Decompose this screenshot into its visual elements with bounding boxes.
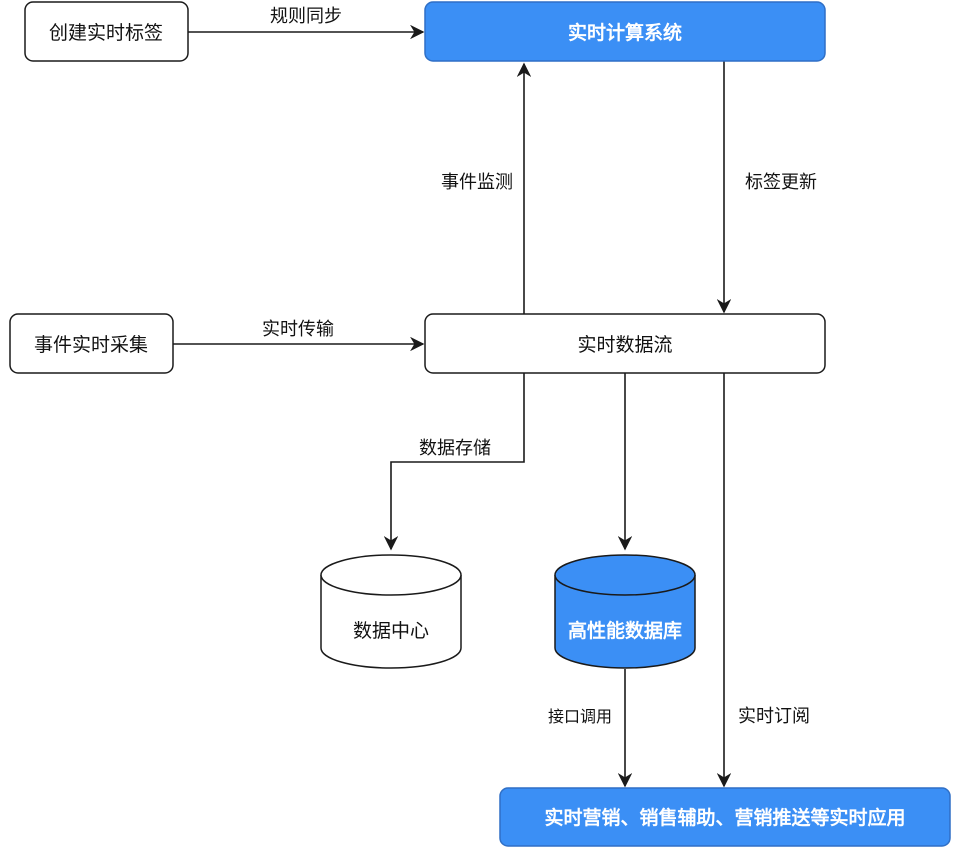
node-data-stream-label: 实时数据流 [577,334,672,356]
label-api-call: 接口调用 [548,707,612,726]
node-hp-database-label: 高性能数据库 [568,619,682,642]
label-realtime-transfer: 实时传输 [262,319,334,340]
label-data-storage: 数据存储 [419,438,491,459]
node-event-collect: 事件实时采集 [9,313,174,374]
node-applications-label: 实时营销、销售辅助、营销推送等实时应用 [544,806,905,829]
node-create-tag-label: 创建实时标签 [49,22,163,44]
node-compute-system: 实时计算系统 [424,1,826,62]
node-compute-system-label: 实时计算系统 [568,21,682,44]
node-hp-database: 高性能数据库 [554,554,696,669]
label-tag-update: 标签更新 [745,172,817,193]
label-event-monitor: 事件监测 [441,172,513,193]
node-data-stream: 实时数据流 [424,313,826,374]
label-rule-sync: 规则同步 [270,6,342,27]
node-applications: 实时营销、销售辅助、营销推送等实时应用 [499,787,951,847]
node-event-collect-label: 事件实时采集 [34,334,148,356]
edge-data-storage [383,373,525,551]
edges [173,24,732,788]
node-create-tag: 创建实时标签 [24,1,189,62]
node-data-center: 数据中心 [320,554,462,669]
node-data-center-label: 数据中心 [353,620,429,642]
label-realtime-subscribe: 实时订阅 [738,706,810,727]
